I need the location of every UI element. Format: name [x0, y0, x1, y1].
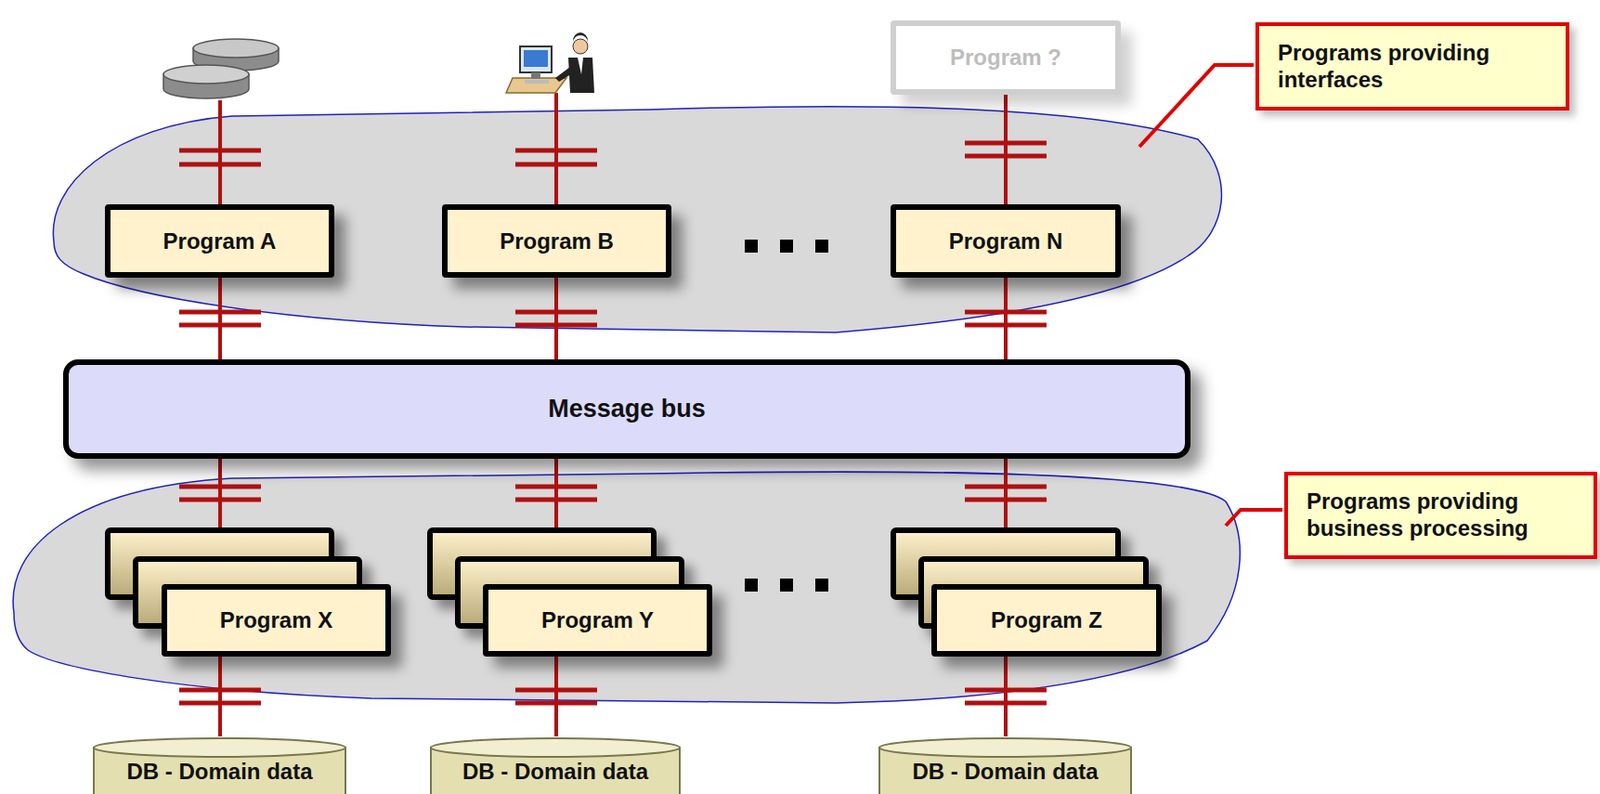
- interface-connector: [964, 94, 1047, 205]
- program-box: Program N: [890, 204, 1121, 278]
- unknown-program-box: Program ?: [890, 20, 1121, 95]
- box-label: Program N: [949, 228, 1064, 255]
- interface-connector: [964, 277, 1047, 360]
- callout-text: Programs providing interfaces: [1277, 39, 1553, 94]
- box-label: Program B: [499, 228, 614, 255]
- message-bus: Message bus: [63, 359, 1191, 459]
- box-label: Program A: [163, 228, 277, 255]
- user-workstation-icon: [506, 32, 595, 93]
- program-box: Program X: [161, 584, 391, 657]
- interface-connector: [179, 277, 261, 360]
- callout-box: Programs providing business processing: [1284, 471, 1598, 560]
- box-label: Program X: [220, 607, 333, 634]
- database-cylinder: DB - Domain data: [429, 736, 682, 794]
- box-label: DB - Domain data: [126, 758, 313, 785]
- interface-line: [179, 92, 598, 205]
- interface-group-region: [52, 106, 1222, 333]
- database-cylinder: DB - Domain data: [877, 736, 1133, 794]
- box-label: Program Y: [541, 607, 654, 634]
- box-label: DB - Domain data: [911, 758, 1098, 785]
- callout-box: Programs providing interfaces: [1255, 22, 1570, 111]
- box-label: Message bus: [547, 394, 706, 424]
- database-cylinder: DB - Domain data: [91, 736, 348, 794]
- callout-text: Programs providing business processing: [1306, 488, 1581, 543]
- interface-connector: [515, 277, 598, 360]
- program-box: Program Y: [482, 584, 713, 657]
- disk-storage-icon: [163, 39, 279, 99]
- box-label: Program ?: [949, 44, 1062, 71]
- callout-leader: [1225, 509, 1283, 526]
- interface-connector: [515, 656, 598, 737]
- program-box: Program Z: [931, 584, 1162, 657]
- interface-connector: [179, 656, 261, 737]
- callout-leader: [1139, 65, 1254, 147]
- program-box: Program A: [104, 204, 335, 278]
- box-label: Program Z: [990, 607, 1103, 634]
- interface-connector: [964, 656, 1047, 737]
- program-box: Program B: [442, 204, 672, 278]
- box-label: DB - Domain data: [462, 758, 649, 785]
- business-group-region: [13, 471, 1240, 703]
